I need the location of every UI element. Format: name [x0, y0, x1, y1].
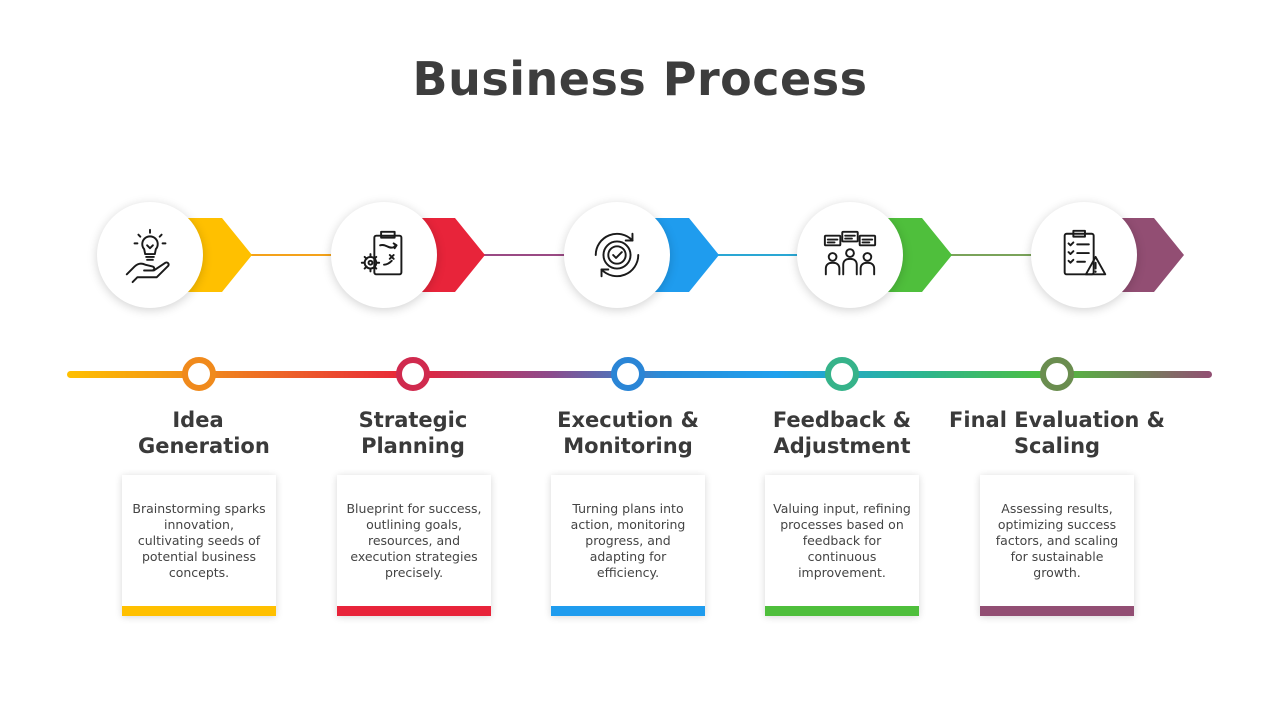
- timeline-node-5: [1040, 357, 1074, 391]
- step-title-5: Final Evaluation & Scaling: [949, 408, 1165, 458]
- icon-circle-2: [331, 202, 437, 308]
- step-card-4: Valuing input, refining processes based …: [765, 475, 919, 616]
- connector-line-1: [250, 254, 332, 256]
- card-accent-bar-1: [122, 606, 276, 616]
- timeline-node-1: [182, 357, 216, 391]
- checklist-warning-icon: [1063, 229, 1107, 276]
- step-description-1: Brainstorming sparks innovation, cultiva…: [132, 501, 266, 580]
- icon-circle-4: [797, 202, 903, 308]
- lightbulb-hand-icon: [125, 228, 170, 284]
- step-card-2: Blueprint for success, outlining goals, …: [337, 475, 491, 616]
- icon-circle-3: [564, 202, 670, 308]
- step-description-2: Blueprint for success, outlining goals, …: [346, 501, 482, 580]
- card-accent-bar-3: [551, 606, 705, 616]
- timeline-node-2: [396, 357, 430, 391]
- step-card-1: Brainstorming sparks innovation, cultiva…: [122, 475, 276, 616]
- step-title-4: Feedback & Adjustment: [772, 408, 912, 458]
- timeline-node-3: [611, 357, 645, 391]
- step-card-3: Turning plans into action, monitoring pr…: [551, 475, 705, 616]
- connector-line-2: [484, 254, 566, 256]
- page-title: Business Process: [412, 52, 868, 106]
- card-accent-bar-5: [980, 606, 1134, 616]
- step-description-3: Turning plans into action, monitoring pr…: [570, 501, 686, 580]
- timeline-node-4: [825, 357, 859, 391]
- step-title-2: Strategic Planning: [358, 408, 468, 458]
- connector-line-3: [718, 254, 800, 256]
- gear-check-icon: [594, 232, 640, 278]
- step-description-4: Valuing input, refining processes based …: [773, 501, 911, 580]
- strategy-clipboard-icon: [360, 230, 403, 276]
- connector-line-4: [950, 254, 1032, 256]
- step-card-5: Assessing results, optimizing success fa…: [980, 475, 1134, 616]
- icon-circle-1: [97, 202, 203, 308]
- step-title-1: Idea Generation: [138, 408, 270, 458]
- team-feedback-icon: [823, 230, 877, 276]
- step-title-3: Execution & Monitoring: [557, 408, 699, 458]
- step-description-5: Assessing results, optimizing success fa…: [995, 501, 1119, 580]
- card-accent-bar-4: [765, 606, 919, 616]
- card-accent-bar-2: [337, 606, 491, 616]
- icon-circle-5: [1031, 202, 1137, 308]
